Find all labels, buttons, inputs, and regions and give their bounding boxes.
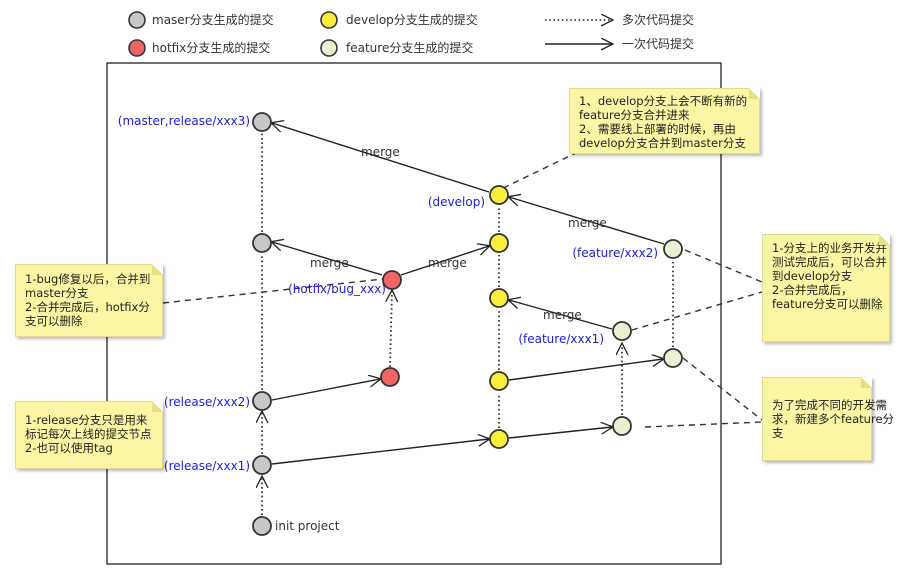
legend-master-dot — [128, 11, 146, 29]
edge-release2-to-hotfix — [271, 379, 380, 401]
commit-develop-4 — [489, 233, 509, 253]
note-hotfix-line-4: 支可以删除 — [25, 314, 83, 328]
note-release: 1-release分支只是用来 标记每次上线的提交节点 2-也可以使用tag — [15, 401, 163, 469]
commit-develop-2 — [489, 371, 509, 391]
commit-hotfix-start — [380, 367, 400, 387]
label-master-release3: (master,release/xxx3) — [118, 114, 250, 128]
note-feature-line-3: 到develop分支 — [772, 269, 853, 283]
edge-hotfix-merge-master — [272, 242, 383, 276]
legend-develop-dot — [320, 11, 338, 29]
legend-develop-label: develop分支生成的提交 — [346, 12, 478, 27]
note-feature-line-2: 测试完成后，可以合并 — [772, 255, 887, 269]
merge-label-hotfix-develop: merge — [428, 256, 467, 270]
legend: maser分支生成的提交 hotfix分支生成的提交 develop分支生成的提… — [128, 11, 694, 57]
edge-hotfix-commits — [390, 291, 392, 368]
merge-label-feature2-develop: merge — [568, 216, 607, 230]
note-develop-line-4: develop分支合并到master分支 — [579, 136, 746, 150]
note-new-feature-line-3: 支 — [772, 426, 784, 440]
note-develop-line-2: feature分支合并进来 — [579, 108, 690, 122]
connector-feature-note-top — [684, 249, 763, 283]
commit-release2 — [252, 391, 272, 411]
merge-label-feature1-develop: merge — [543, 308, 582, 322]
note-release-line-1: 1-release分支只是用来 — [25, 413, 148, 427]
multi-commit-edges — [262, 133, 674, 515]
commit-feature1-head — [612, 321, 632, 341]
merge-label-develop-master: merge — [361, 145, 400, 159]
edge-develop-to-feature1 — [508, 427, 612, 439]
commit-develop-head — [489, 185, 509, 205]
single-commit-edges — [271, 123, 665, 465]
commit-feature1-start — [612, 416, 632, 436]
edge-release1-to-develop — [271, 439, 489, 465]
label-hotfix: (hotfix/bug_xxx) — [288, 282, 386, 296]
merge-labels: merge merge merge merge merge — [310, 145, 607, 322]
label-init-project: init project — [275, 519, 340, 533]
legend-master-label: maser分支生成的提交 — [152, 12, 274, 27]
note-develop: 1、develop分支上会不断有新的 feature分支合并进来 2、需要线上部… — [569, 88, 760, 154]
edge-develop-to-feature2 — [508, 359, 663, 381]
commit-nodes — [252, 112, 683, 536]
label-release2: (release/xxx2) — [164, 395, 250, 409]
commit-feature2-start — [663, 348, 683, 368]
commit-hotfix-bug — [382, 270, 402, 290]
note-new-feature: 为了完成不同的开发需 求，新建多个feature分 支 — [762, 377, 895, 461]
branch-labels: (master,release/xxx3) (develop) (feature… — [118, 114, 658, 473]
commit-master-release3 — [252, 112, 272, 132]
commit-develop-3 — [489, 288, 509, 308]
note-new-feature-line-2: 求，新建多个feature分 — [772, 412, 895, 426]
connector-new-feature-note-bottom — [644, 421, 763, 428]
note-feature-line-5: feature分支可以删除 — [772, 297, 883, 311]
label-release1: (release/xxx1) — [164, 459, 250, 473]
legend-hotfix-label: hotfix分支生成的提交 — [152, 40, 270, 55]
commit-init — [252, 516, 272, 536]
legend-hotfix-dot — [128, 39, 146, 57]
note-connectors — [162, 151, 763, 428]
note-hotfix-line-3: 2-合并完成后，hotfix分 — [25, 300, 150, 314]
note-new-feature-line-1: 为了完成不同的开发需 — [772, 398, 887, 412]
edge-develop-merge-master — [272, 123, 490, 193]
note-feature: 1-分支上的业务开发并 测试完成后，可以合并 到develop分支 2-合并完成… — [762, 234, 890, 342]
note-release-line-3: 2-也可以使用tag — [25, 441, 113, 455]
note-hotfix-line-1: 1-bug修复以后，合并到 — [25, 272, 151, 286]
connector-new-feature-note-top — [682, 357, 763, 421]
edge-feature2-merge-develop — [509, 197, 665, 245]
commit-master-hotfix-merge — [252, 233, 272, 253]
merge-label-hotfix-master: merge — [310, 256, 349, 270]
legend-feature-label: feature分支生成的提交 — [346, 40, 473, 55]
note-develop-line-3: 2、需要线上部署的时候，再由 — [579, 122, 736, 136]
label-feature1: (feature/xxx1) — [518, 332, 604, 346]
note-feature-line-4: 2-合并完成后， — [772, 283, 853, 297]
legend-feature-dot — [320, 39, 338, 57]
note-release-line-2: 标记每次上线的提交节点 — [25, 427, 152, 441]
note-hotfix-line-2: master分支 — [25, 286, 89, 300]
connector-develop-note — [498, 151, 579, 191]
edge-hotfix-merge-develop — [400, 246, 489, 276]
note-hotfix: 1-bug修复以后，合并到 master分支 2-合并完成后，hotfix分 支… — [15, 264, 163, 337]
commit-feature2-head — [663, 239, 683, 259]
edge-feature1-merge-develop — [509, 300, 613, 330]
label-develop: (develop) — [428, 195, 485, 209]
legend-multi-commit-label: 多次代码提交 — [622, 12, 694, 27]
commit-release1 — [252, 455, 272, 475]
note-feature-line-1: 1-分支上的业务开发并 — [772, 241, 887, 255]
note-develop-line-1: 1、develop分支上会不断有新的 — [579, 94, 748, 108]
label-feature2: (feature/xxx2) — [572, 246, 658, 260]
legend-single-commit-label: 一次代码提交 — [622, 36, 694, 51]
commit-develop-1 — [489, 429, 509, 449]
connector-hotfix-note — [162, 277, 393, 304]
connector-feature-note-bottom — [631, 291, 763, 331]
